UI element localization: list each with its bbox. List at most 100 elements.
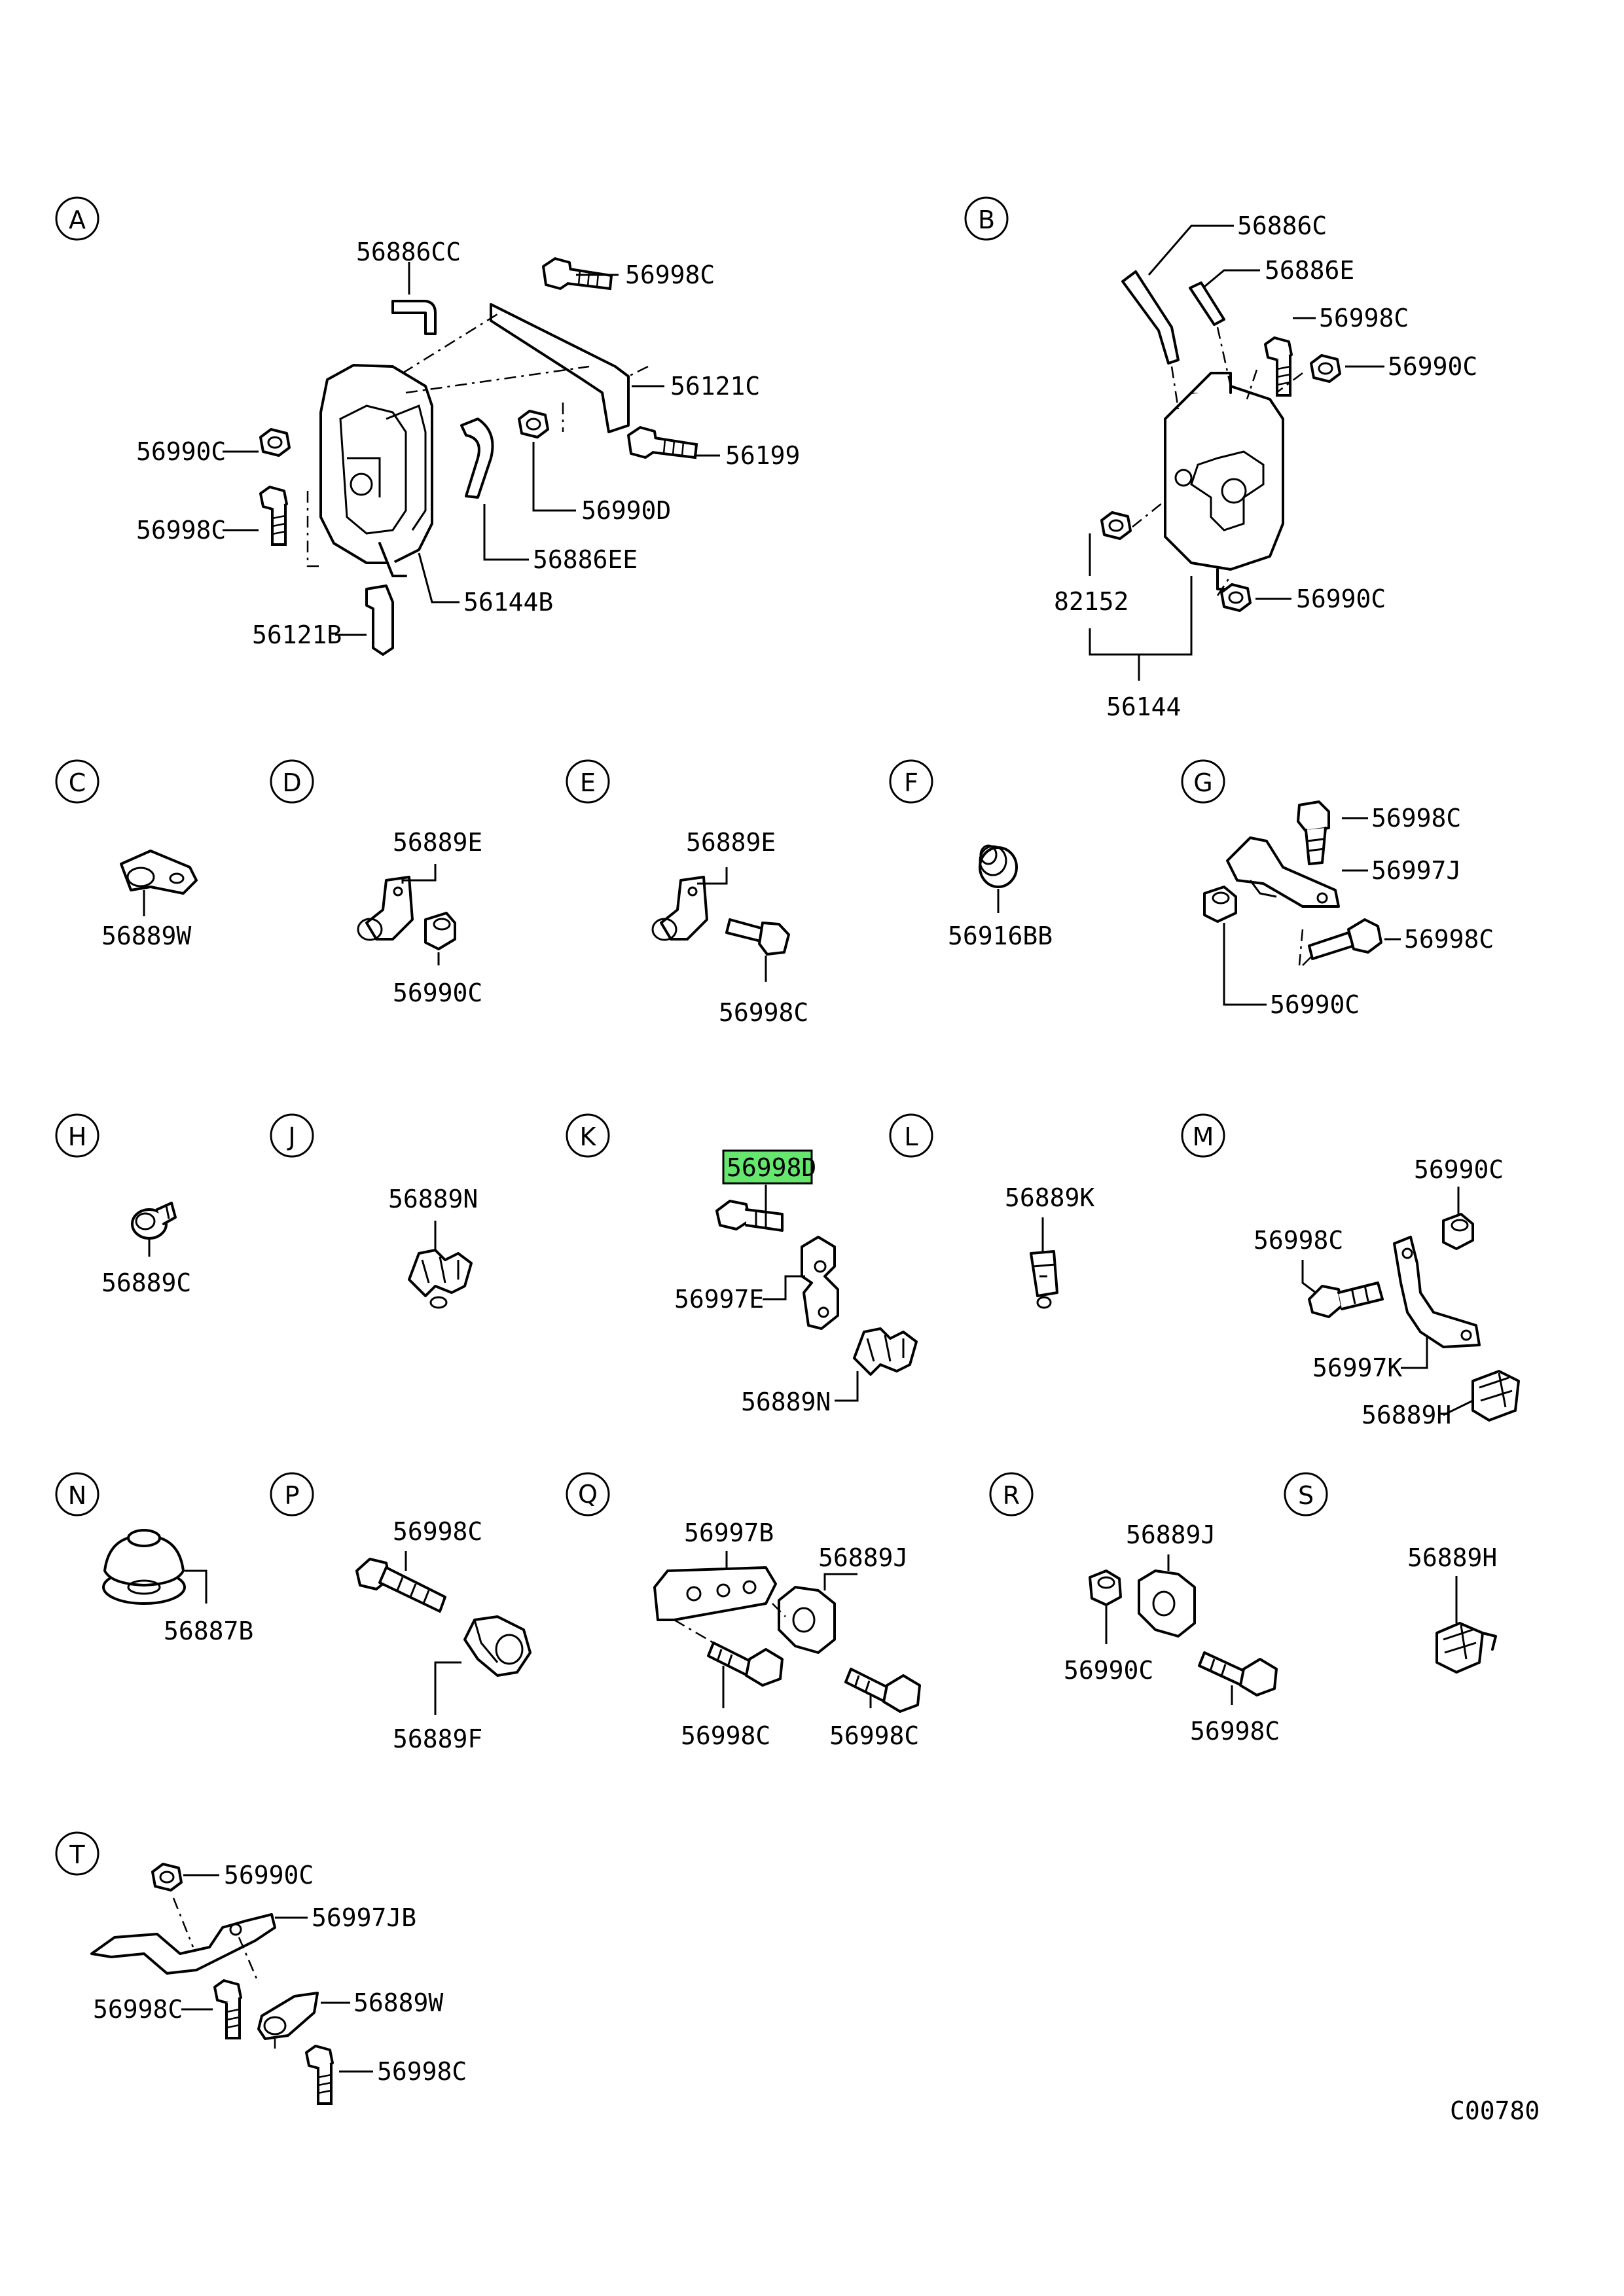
section-g-marker (1181, 759, 1225, 804)
clamp-56889w-t (257, 1992, 319, 2040)
nut-56990c-d (424, 912, 456, 950)
hose-56886ee (460, 418, 494, 499)
section-k: K 56998D 56997E 56889N (566, 1113, 918, 1416)
section-g-letter: G (1193, 768, 1212, 797)
section-p-letter: P (285, 1481, 300, 1510)
bolt-56998c-g2 (1308, 918, 1382, 960)
label-e-56889e: 56889E (686, 828, 776, 857)
section-r-letter: R (1003, 1481, 1020, 1510)
clamp-56889j-q (778, 1586, 836, 1654)
section-j-letter: J (287, 1122, 295, 1151)
section-t-marker (55, 1831, 99, 1876)
label-q-56998c-2: 56998C (829, 1721, 919, 1750)
label-l-56889k: 56889K (1005, 1183, 1094, 1212)
section-s: S 56889H (1284, 1472, 1497, 1674)
label-b-56144: 56144 (1106, 692, 1181, 721)
section-n-letter: N (68, 1481, 86, 1510)
bolt-56998c-e (725, 918, 790, 956)
section-p: P 56998C 56889F (270, 1472, 532, 1753)
bolt-56998c-t2 (305, 2045, 334, 2105)
bolt-56998c-m (1308, 1282, 1384, 1318)
nut-56990c-r (1089, 1570, 1122, 1606)
label-n-56887b: 56887B (164, 1617, 253, 1645)
label-h-56889c: 56889C (101, 1268, 191, 1297)
section-e-letter: E (580, 768, 596, 797)
section-m-marker (1181, 1113, 1225, 1158)
label-a-56121c: 56121C (670, 372, 760, 401)
nut-56990c-t (151, 1863, 183, 1892)
label-t-56997jb: 56997JB (312, 1903, 416, 1932)
clamp-56889e-d (357, 876, 414, 941)
label-a-56886cc: 56886CC (356, 238, 461, 266)
clip-56889n-j (408, 1249, 473, 1309)
label-g-56998c-2: 56998C (1404, 925, 1494, 954)
clamp-56889w (120, 850, 198, 895)
section-q-letter: Q (578, 1480, 598, 1509)
hose-56886c (1121, 270, 1180, 365)
bracket-56997k (1393, 1236, 1481, 1348)
label-m-56997k: 56997K (1312, 1354, 1402, 1382)
label-q-56998c-1: 56998C (681, 1721, 770, 1750)
clip-56889h-m (1471, 1370, 1520, 1422)
bracket-56997jb (90, 1913, 276, 1975)
label-p-56889f: 56889F (393, 1725, 482, 1753)
section-n-marker (55, 1472, 99, 1516)
section-s-letter: S (1298, 1481, 1314, 1510)
label-b-56990c-1: 56990C (1388, 352, 1477, 381)
label-a-56886ee: 56886EE (533, 545, 638, 574)
bolt-56199 (627, 426, 698, 459)
label-g-56998c-1: 56998C (1371, 804, 1461, 833)
clip-56889h-s (1435, 1622, 1497, 1674)
section-t-letter: T (69, 1840, 85, 1869)
fuel-filter-assembly-a (319, 364, 433, 577)
label-q-56997b: 56997B (684, 1518, 774, 1547)
section-f-marker (889, 759, 933, 804)
label-a-56144b: 56144B (463, 588, 553, 617)
grommet-56916bb (979, 844, 1018, 888)
section-f-letter: F (904, 768, 918, 797)
section-d: D 56889E 56990C (270, 759, 482, 1007)
label-t-56998c-2: 56998C (377, 2057, 467, 2086)
bolt-56998c-t1 (213, 1979, 242, 2039)
label-e-56998c: 56998C (719, 998, 808, 1027)
section-r-marker (989, 1472, 1034, 1516)
section-m-letter: M (1193, 1122, 1214, 1151)
nut-56990d (518, 410, 549, 439)
bolt-56998d[interactable] (715, 1200, 784, 1232)
clamp-56889f (463, 1615, 532, 1677)
section-a: A 56886CC 56998C 5612 (55, 196, 800, 656)
label-r-56889j: 56889J (1126, 1520, 1216, 1549)
section-k-letter: K (580, 1122, 597, 1151)
bolt-56998c-a1 (542, 257, 613, 290)
bolt-56998c-b (1264, 336, 1293, 397)
section-l: L 56889K (889, 1113, 1094, 1309)
label-m-56998c: 56998C (1254, 1226, 1343, 1255)
label-k-56889n: 56889N (741, 1388, 831, 1416)
label-k-56998d[interactable]: 56998D (727, 1153, 816, 1182)
label-t-56889w: 56889W (353, 1988, 443, 2017)
label-a-56990d: 56990D (581, 496, 671, 525)
section-e: E 56889E 56998C (566, 759, 808, 1027)
label-m-56990c: 56990C (1414, 1155, 1504, 1184)
label-j-56889n: 56889N (388, 1185, 478, 1213)
label-b-82152: 82152 (1054, 587, 1128, 616)
label-s-56889h: 56889H (1407, 1543, 1497, 1572)
bolt-56998c-g1 (1297, 800, 1330, 865)
label-r-56990c: 56990C (1064, 1656, 1153, 1685)
bracket-56997b (653, 1566, 777, 1621)
label-a-56990c: 56990C (136, 437, 226, 466)
label-a-56998c-2: 56998C (136, 516, 226, 545)
highlight-56998d[interactable] (722, 1149, 813, 1185)
section-s-marker (1284, 1472, 1328, 1516)
bracket-56121b (365, 584, 394, 656)
label-b-56886c: 56886C (1237, 211, 1327, 240)
label-b-56998c: 56998C (1319, 304, 1409, 332)
clamp-56889j-r (1138, 1570, 1196, 1638)
clip-56889c (131, 1202, 177, 1240)
label-q-56889j: 56889J (818, 1543, 908, 1572)
bolt-56998c-q1 (707, 1641, 784, 1687)
label-k-56997e: 56997E (674, 1285, 764, 1314)
bracket-56997j (1226, 836, 1340, 908)
label-g-56997j: 56997J (1371, 856, 1461, 885)
section-d-marker (270, 759, 314, 804)
